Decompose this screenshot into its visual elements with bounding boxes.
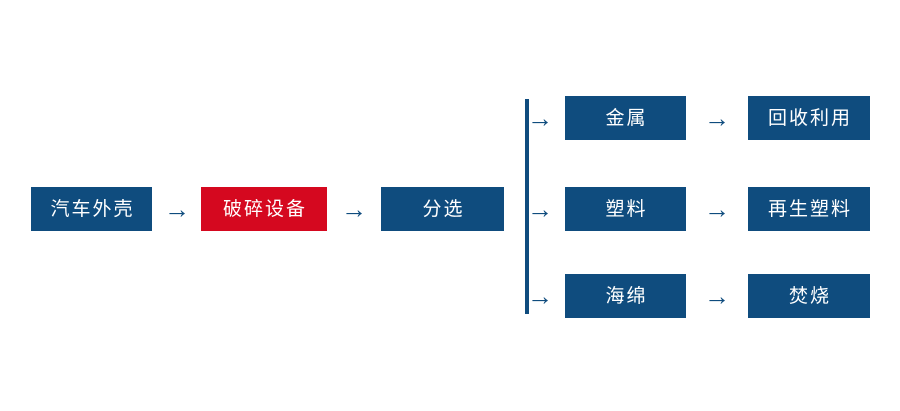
node-sorting[interactable]: 分选	[381, 187, 504, 231]
node-destination-incineration[interactable]: 焚烧	[748, 274, 870, 318]
node-input-car-shell[interactable]: 汽车外壳	[31, 187, 152, 231]
arrow-right-icon-branch-metal: →	[527, 103, 553, 133]
arrow-right-icon-plastic-to-regenerated: →	[704, 194, 730, 224]
node-material-plastic[interactable]: 塑料	[565, 187, 686, 231]
arrow-right-icon-input-to-crusher: →	[164, 194, 190, 224]
arrow-right-icon-sponge-to-incineration: →	[704, 281, 730, 311]
branch-bus-vertical-line	[525, 99, 529, 314]
node-crusher-equipment[interactable]: 破碎设备	[201, 187, 327, 231]
node-destination-recycle[interactable]: 回收利用	[748, 96, 870, 140]
arrow-right-icon-metal-to-recycle: →	[704, 103, 730, 133]
node-material-sponge[interactable]: 海绵	[565, 274, 686, 318]
arrow-right-icon-branch-plastic: →	[527, 194, 553, 224]
node-destination-regenerated-plastic[interactable]: 再生塑料	[748, 187, 870, 231]
node-material-metal[interactable]: 金属	[565, 96, 686, 140]
arrow-right-icon-crusher-to-sorting: →	[341, 194, 367, 224]
arrow-right-icon-branch-sponge: →	[527, 281, 553, 311]
